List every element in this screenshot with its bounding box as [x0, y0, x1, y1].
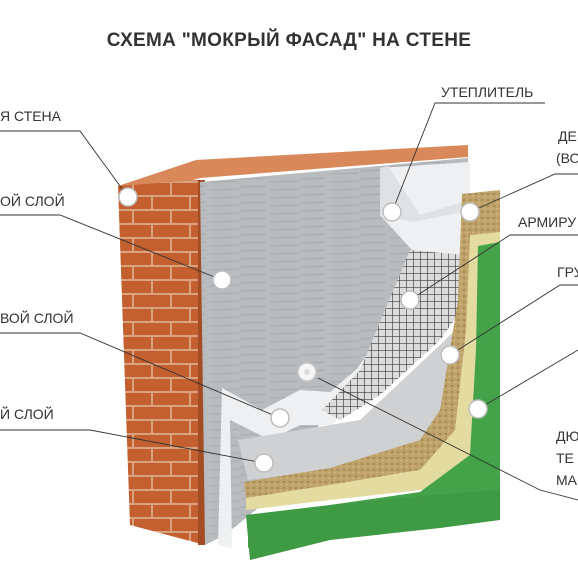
brick-wall-top: [118, 145, 468, 200]
anchor-dowel-icon: [297, 362, 317, 382]
leader-dowel: [317, 377, 578, 501]
leader-yslo: [0, 429, 265, 464]
label-voy: ВОЙ СЛОЙ: [0, 310, 74, 326]
base-coat: [238, 315, 470, 480]
marker-primer: [440, 345, 460, 365]
marker-wall: [118, 187, 138, 207]
leader-armir: [409, 234, 578, 301]
leader-lines: [0, 102, 578, 501]
marker-glue: [254, 453, 274, 473]
paint-lower: [246, 490, 500, 560]
marker-decor: [460, 202, 480, 222]
reinforcing-mesh: [322, 250, 465, 420]
label-du-2: ТЕ: [556, 450, 574, 466]
brick-wall-front: [118, 180, 205, 545]
diagram-title: СХЕМА "МОКРЫЙ ФАСАД" НА СТЕНЕ: [106, 30, 472, 51]
leader-green: [479, 349, 578, 409]
leader-utepl: [391, 102, 545, 213]
marker-green: [468, 399, 488, 419]
marker-dots: [118, 187, 488, 473]
leader-gru: [449, 284, 578, 356]
decor-plaster: [244, 190, 500, 498]
label-dek-2: (ВО: [556, 150, 578, 166]
label-oy: ОЙ СЛОЙ: [0, 193, 65, 209]
marker-plaster: [212, 270, 232, 290]
label-gru: ГРУ: [557, 264, 578, 280]
label-du-3: МА: [556, 472, 577, 488]
leader-voy: [0, 332, 281, 419]
leader-wall: [0, 130, 129, 198]
leader-dek: [469, 173, 578, 213]
label-wall: Я СТЕНА: [0, 108, 61, 124]
label-du-1: ДЮ: [556, 428, 578, 444]
insulation-board: [218, 162, 470, 548]
marker-insul-front: [270, 408, 290, 428]
insulation-edge: [380, 166, 470, 222]
marker-foam: [382, 202, 402, 222]
label-utepl: УТЕПЛИТЕЛЬ: [441, 84, 534, 100]
label-yslo: Й СЛОЙ: [0, 406, 54, 422]
label-armir: АРМИРУ: [518, 214, 577, 230]
label-dek-1: ДЕ: [558, 128, 577, 144]
marker-mesh: [400, 290, 420, 310]
leader-oy: [0, 214, 223, 281]
